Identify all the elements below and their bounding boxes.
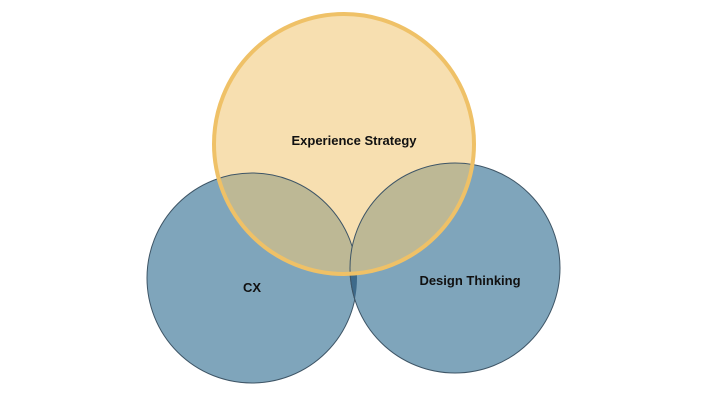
experience-strategy-outline [212, 12, 476, 276]
cx-label: CX [243, 280, 261, 295]
design-thinking-label: Design Thinking [419, 273, 520, 288]
experience-strategy-label: Experience Strategy [291, 133, 417, 148]
experience-strategy-cx-overlap [214, 172, 358, 274]
